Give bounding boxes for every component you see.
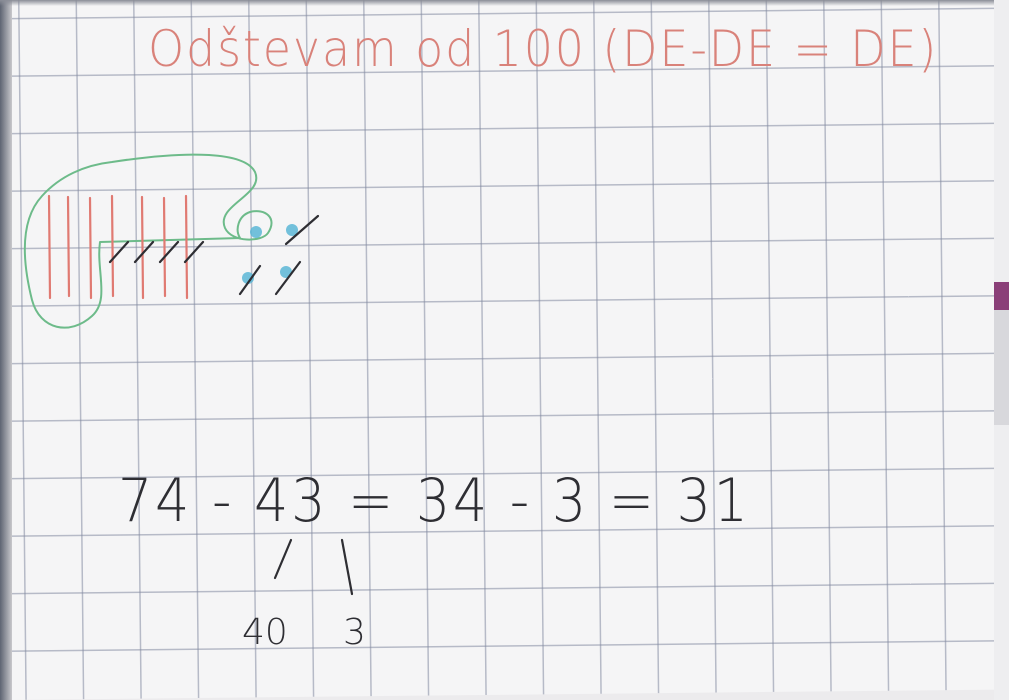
tens-bars — [47, 194, 189, 300]
tens-bar — [47, 194, 52, 300]
paper-edge-top — [0, 0, 1009, 6]
unit-crosses — [238, 214, 320, 296]
unit-cross — [238, 264, 262, 296]
tens-cross — [108, 240, 130, 264]
tens-bar — [162, 196, 167, 298]
background-strip — [994, 0, 1009, 700]
paper-edge-left — [0, 0, 12, 700]
gray-band — [994, 310, 1009, 425]
grouping-loop — [23, 153, 273, 329]
tens-bar — [88, 196, 93, 300]
unit-cross — [274, 260, 302, 296]
tens-bar — [66, 195, 71, 298]
tens-bar — [110, 194, 115, 298]
tens-bar — [140, 195, 145, 300]
tens-cross — [158, 240, 180, 264]
unit-dot — [286, 224, 298, 236]
branch-left — [273, 538, 293, 580]
subtraction-equation: 74 - 43 = 34 - 3 = 31 — [118, 466, 751, 536]
tens-crosses — [108, 240, 205, 264]
tens-cross — [133, 240, 155, 264]
unit-dot — [242, 272, 254, 284]
purple-tab — [994, 282, 1009, 310]
unit-dot — [250, 226, 262, 238]
worksheet-title: Odštevam od 100 (DE-DE = DE) — [148, 20, 939, 78]
branch-right — [340, 538, 354, 596]
decomposition-tens: 40 — [242, 612, 288, 653]
unit-cross — [284, 214, 320, 246]
tens-cross — [183, 240, 205, 264]
decomposition-ones: 3 — [343, 612, 366, 653]
tens-bar — [184, 194, 189, 300]
